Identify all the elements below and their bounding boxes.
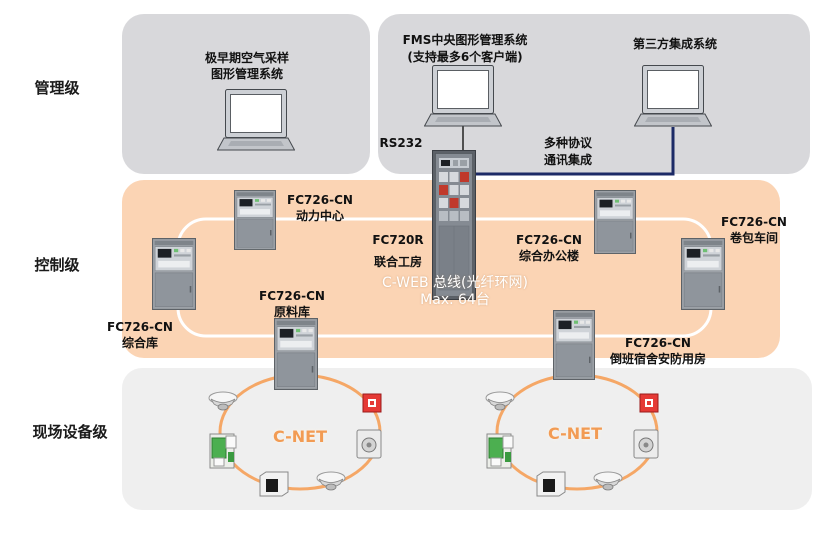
fire-control-panel-icon <box>681 238 725 310</box>
interface-unit-icon <box>258 470 290 498</box>
panel-label-general-warehouse: FC726-CN 综合库 <box>102 319 178 351</box>
fms-label-line1: FMS中央图形管理系统 <box>402 33 528 47</box>
panel-model: FC726-CN <box>516 233 582 247</box>
smoke-detector-icon <box>593 470 623 492</box>
c-web-bus-label: C-WEB 总线(光纤环网) Max. 64台 <box>355 275 555 309</box>
c-net-label-right: C-NET <box>548 424 602 443</box>
smoke-detector-icon <box>208 390 238 412</box>
rs232-label: RS232 <box>379 136 423 150</box>
io-module-icon <box>485 432 515 470</box>
main-panel-model: FC720R <box>372 233 424 247</box>
protocol-integration-line <box>476 127 675 176</box>
panel-label-dormitory-security: FC726-CN 倒班宿舍安防用房 <box>606 335 710 367</box>
fms-system-label: FMS中央图形管理系统 (支持最多6个客户端) <box>390 32 540 66</box>
laptop-icon <box>634 65 712 127</box>
panel-location: 卷包车间 <box>729 231 778 245</box>
bus-label-line2: Max. 64台 <box>420 292 490 308</box>
fms-label-line2: (支持最多6个客户端) <box>407 50 523 64</box>
laptop-icon <box>424 65 502 127</box>
level-label-control: 控制级 <box>34 256 80 274</box>
vesda-label-line2: 图形管理系统 <box>210 67 283 81</box>
manual-call-point-icon <box>639 393 659 413</box>
panel-model: FC726-CN <box>107 320 173 334</box>
io-module-icon <box>208 432 238 470</box>
panel-label-raw-material-warehouse: FC726-CN 原料库 <box>254 288 330 320</box>
protocol-integration-label: 多种协议 通讯集成 <box>528 135 608 169</box>
third-party-system-label: 第三方集成系统 <box>632 37 717 51</box>
vesda-system-label: 极早期空气采样 图形管理系统 <box>187 50 307 82</box>
protocol-label-line2: 通讯集成 <box>543 153 592 167</box>
panel-location: 原料库 <box>273 305 310 319</box>
c-net-label-left: C-NET <box>273 427 327 446</box>
panel-location: 综合库 <box>121 336 158 350</box>
vesda-label-line1: 极早期空气采样 <box>204 51 289 65</box>
panel-model: FC726-CN <box>721 215 787 229</box>
panel-model: FC726-CN <box>625 336 691 350</box>
panel-model: FC726-CN <box>287 193 353 207</box>
panel-model: FC726-CN <box>259 289 325 303</box>
panel-location: 动力中心 <box>295 209 344 223</box>
main-panel-label: FC720R 联合工房 <box>358 232 438 270</box>
main-control-cabinet-icon <box>432 150 476 300</box>
smoke-detector-icon <box>485 390 515 412</box>
panel-location: 倒班宿舍安防用房 <box>609 352 706 366</box>
panel-location: 综合办公楼 <box>518 249 579 263</box>
level-label-field: 现场设备级 <box>32 423 108 441</box>
fire-control-panel-icon <box>274 318 318 390</box>
panel-label-packing-workshop: FC726-CN 卷包车间 <box>716 214 792 246</box>
sounder-icon <box>355 428 383 460</box>
bus-label-line1: C-WEB 总线(光纤环网) <box>382 275 528 291</box>
fire-control-panel-icon <box>594 190 636 254</box>
laptop-icon <box>217 89 295 151</box>
fire-control-panel-icon <box>553 310 595 380</box>
level-label-management: 管理级 <box>34 79 80 97</box>
panel-label-power-center: FC726-CN 动力中心 <box>282 192 358 224</box>
manual-call-point-icon <box>362 393 382 413</box>
sounder-icon <box>632 428 660 460</box>
smoke-detector-icon <box>316 470 346 492</box>
main-panel-location: 联合工房 <box>373 255 422 269</box>
field-zone <box>122 368 812 510</box>
fire-control-panel-icon <box>152 238 196 310</box>
panel-label-office-building: FC726-CN 综合办公楼 <box>511 232 587 264</box>
fire-control-panel-icon <box>234 190 276 250</box>
protocol-label-line1: 多种协议 <box>543 136 592 150</box>
interface-unit-icon <box>535 470 567 498</box>
